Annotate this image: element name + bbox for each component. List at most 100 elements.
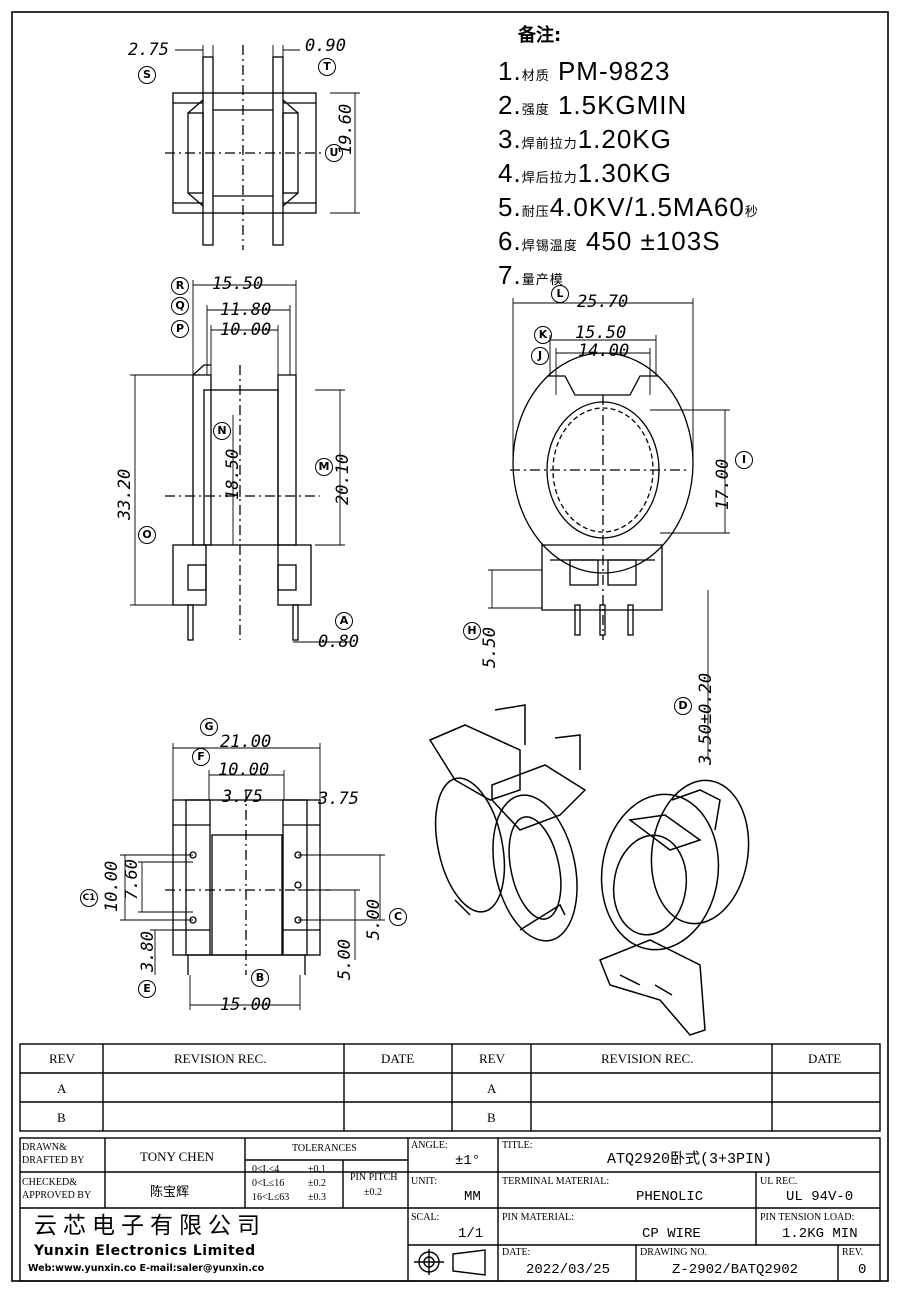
tol-value-1: ±0.1 (308, 1164, 326, 1175)
rev-row-a-right: A (487, 1081, 497, 1096)
marker-j: J (531, 347, 549, 365)
tol-value-3: ±0.3 (308, 1192, 326, 1203)
marker-l: L (551, 285, 569, 303)
ul-rec-value: UL 94V-0 (786, 1189, 854, 1205)
date-value: 2022/03/25 (526, 1262, 611, 1278)
rev-value: 0 (858, 1262, 867, 1278)
drawing-no-value: Z-2902/BATQ2902 (672, 1262, 799, 1278)
dim-b: 15.00 (220, 995, 272, 1015)
rev-header-4: REV (479, 1051, 505, 1066)
dim-m: 20.10 (333, 453, 353, 505)
note-value: PM-9823 (557, 56, 671, 86)
pin-material-value: CP WIRE (642, 1226, 701, 1242)
company-web: Web:www.yunxin.co E-mail:saler@yunxin.co (28, 1263, 265, 1274)
dim-s: 2.75 (128, 40, 169, 60)
dim-h: 5.50 (480, 627, 500, 668)
note-label: 焊后拉力 (521, 170, 578, 185)
tol-range-1: 0<L≤4 (252, 1164, 280, 1175)
dim-f: 10.00 (218, 760, 270, 780)
terminal-material-label: TERMINAL MATERIAL: (502, 1176, 610, 1187)
side-view-top (165, 45, 360, 250)
note-number: 5. (498, 192, 522, 222)
company-name-en: Yunxin Electronics Limited (34, 1243, 256, 1259)
tol-value-2: ±0.2 (308, 1178, 326, 1189)
dim-a: 0.80 (318, 632, 359, 652)
marker-c: C (389, 908, 407, 926)
note-suffix: 秒 (744, 204, 759, 219)
note-number: 4. (498, 158, 522, 188)
tolerances-label: TOLERANCES (292, 1143, 357, 1154)
note-item: 4.焊后拉力1.30KG (498, 158, 878, 192)
tol-range-3: 16<L≤63 (252, 1192, 290, 1203)
company-name-cn: 云芯电子有限公司 (34, 1213, 266, 1239)
pin-pitch-value: ±0.2 (364, 1187, 382, 1198)
marker-s: S (138, 66, 156, 84)
marker-d: D (674, 697, 692, 715)
dim-l: 25.70 (577, 292, 629, 312)
rev-header-6: DATE (808, 1051, 842, 1066)
notes-list: 1.材质 PM-9823 2.强度 1.5KGMIN 3.焊前拉力1.20KG … (498, 56, 878, 294)
note-label: 焊锡温度 (521, 238, 578, 253)
dim-f2: 3.75 (318, 789, 359, 809)
scale-label: SCAL: (411, 1212, 440, 1223)
isometric-view-right (599, 779, 750, 1036)
note-value: 450 ±103S (585, 226, 721, 256)
drafted-label: DRAFTED BY (22, 1155, 85, 1166)
rev-row-a-left: A (57, 1081, 67, 1096)
note-item: 1.材质 PM-9823 (498, 56, 878, 90)
note-value: 1.30KG (577, 158, 672, 188)
angle-value: ±1° (455, 1153, 481, 1169)
isometric-view-left (428, 704, 587, 942)
marker-i: I (735, 451, 753, 469)
dim-t: 0.90 (305, 36, 346, 56)
ul-rec-label: UL REC. (760, 1176, 798, 1187)
marker-b: B (251, 969, 269, 987)
dim-g: 21.00 (220, 732, 272, 752)
rev-label: REV. (842, 1247, 864, 1258)
dim-d: 3.50±0.20 (696, 672, 716, 765)
note-item: 5.耐压4.0KV/1.5MA60秒 (498, 192, 878, 226)
note-number: 6. (498, 226, 522, 256)
marker-o: O (138, 526, 156, 544)
unit-label: UNIT: (411, 1176, 438, 1187)
scale-value: 1/1 (458, 1226, 484, 1242)
rev-row-b-left: B (57, 1110, 66, 1125)
dim-e: 3.80 (138, 931, 158, 972)
dim-j: 14.00 (578, 341, 630, 361)
pin-material-label: PIN MATERIAL: (502, 1212, 574, 1223)
notes-header: 备注: (518, 25, 562, 46)
dim-n: 18.50 (223, 448, 243, 500)
dim-k: 15.50 (575, 323, 627, 343)
pin-tension-label: PIN TENSION LOAD: (760, 1212, 855, 1223)
marker-g: G (200, 718, 218, 736)
marker-r: R (171, 277, 189, 295)
note-label: 材质 (521, 68, 550, 83)
marker-u: U (325, 144, 343, 162)
note-number: 7. (498, 260, 522, 290)
marker-e: E (138, 980, 156, 998)
note-item: 7.量产模 (498, 260, 878, 294)
dim-c: 5.00 (364, 899, 384, 940)
marker-t: T (318, 58, 336, 76)
dim-c1a: 10.00 (102, 860, 122, 912)
approved-label: APPROVED BY (22, 1190, 92, 1201)
title-value: ATQ2920卧式(3+3PIN) (607, 1151, 773, 1168)
drawing-no-label: DRAWING NO. (640, 1247, 707, 1258)
unit-value: MM (464, 1189, 481, 1205)
marker-n: N (213, 422, 231, 440)
note-label: 强度 (521, 102, 550, 117)
note-label: 量产模 (521, 272, 564, 287)
marker-c1: C1 (80, 889, 98, 907)
title-label: TITLE: (502, 1140, 533, 1151)
note-value: 1.5KGMIN (557, 90, 688, 120)
marker-a: A (335, 612, 353, 630)
dim-c1b: 7.60 (122, 859, 142, 900)
note-item: 2.强度 1.5KGMIN (498, 90, 878, 124)
marker-h: H (463, 622, 481, 640)
side-view-right (488, 298, 730, 760)
dim-c2: 5.00 (335, 939, 355, 980)
marker-q: Q (171, 297, 189, 315)
front-view-mid (130, 280, 350, 643)
checked-label: CHECKED& (22, 1177, 77, 1188)
marker-f: F (192, 748, 210, 766)
